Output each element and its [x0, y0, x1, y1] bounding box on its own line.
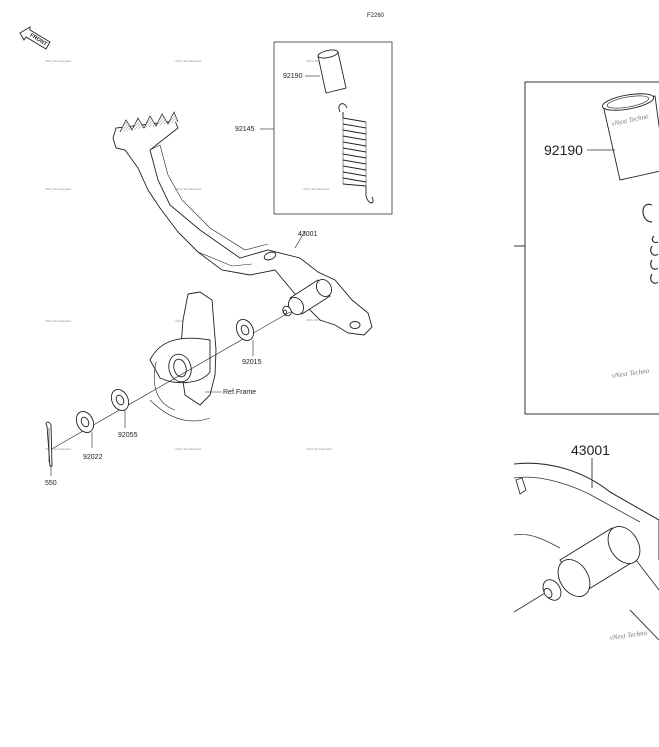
zoom-part-number-43001: 43001 [571, 442, 610, 458]
watermark: vNext Technologies [175, 59, 202, 63]
spring-kit-box [273, 41, 393, 215]
zoom-detail-spring-kit: 92190 vNext Techno vNext Techno [514, 81, 659, 415]
part-number-92015: 92015 [242, 359, 262, 366]
watermark-zoom: vNext Techno [609, 629, 648, 642]
part-number-43001: 43001 [298, 231, 318, 238]
return-spring [338, 103, 374, 204]
figure-code: F2260 [367, 13, 385, 19]
watermark: vNext Technologies [45, 59, 72, 63]
washer-92015 [235, 319, 255, 341]
zoom-detail-pedal-pivot: 43001 vNext Techno [513, 442, 659, 642]
part-number-92190: 92190 [283, 73, 303, 80]
washer-92022 [75, 411, 95, 433]
watermark: vNext Technologies [175, 447, 202, 451]
ref-frame-label: Ref.Frame [223, 389, 256, 396]
watermark: vNext Technologies [45, 187, 72, 191]
brake-pedal [112, 111, 373, 336]
watermark: vNext Technologies [306, 447, 333, 451]
part-number-550: 550 [45, 480, 57, 487]
pedal-pivot-shaft [282, 279, 332, 317]
part-number-92055: 92055 [118, 432, 138, 439]
front-arrow-icon: FRONT [19, 26, 51, 50]
collar-part [317, 49, 347, 94]
watermark: vNext Technologies [303, 187, 330, 191]
part-number-92145: 92145 [235, 126, 255, 133]
cotter-pin [45, 421, 53, 467]
watermark: vNext Technologies [175, 187, 202, 191]
zoom-part-number-92190: 92190 [544, 142, 583, 158]
part-number-92022: 92022 [83, 454, 103, 461]
washer-92055 [110, 389, 130, 411]
frame-mount [149, 291, 217, 422]
watermark: vNext Technologies [45, 447, 72, 451]
watermark-zoom: vNext Techno [611, 367, 650, 380]
watermark: vNext Technologies [45, 319, 72, 323]
